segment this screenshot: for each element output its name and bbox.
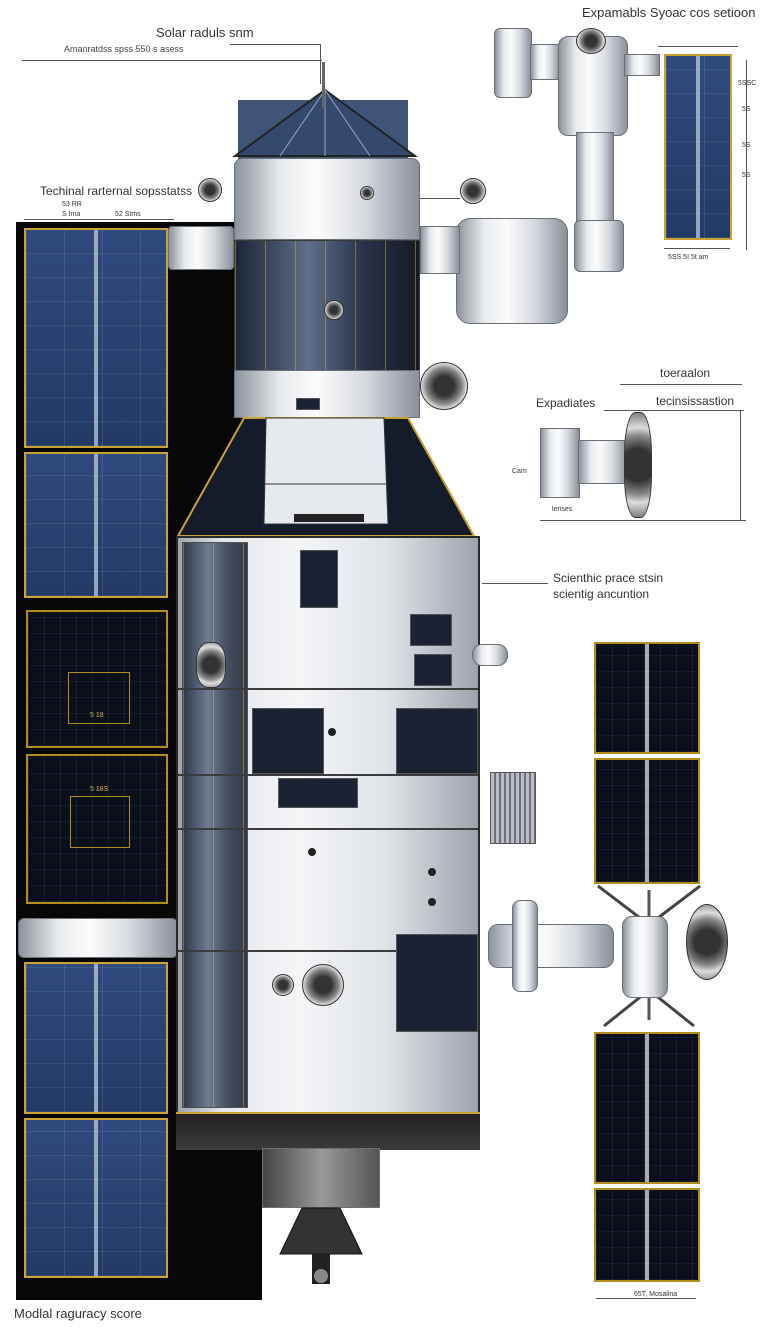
tech-leader <box>420 198 460 199</box>
arm-joint-1 <box>530 44 560 80</box>
dark-panel-label-1: 5 18 <box>90 712 104 719</box>
technical-label: Techinal rarternal sopsstatss <box>40 184 193 198</box>
right-panel-upper-1 <box>594 642 700 754</box>
technical-section-label: tecinsissastion <box>656 394 735 408</box>
footer-right-label: 65T, Mosalina <box>634 1291 678 1298</box>
footer-left-label: Modlal raguracy score <box>14 1306 142 1321</box>
antenna-leader-line <box>22 60 322 61</box>
engine-nozzle <box>279 1207 363 1284</box>
scientific-label-2: scientig ancuntion <box>553 587 650 601</box>
top-antenna <box>322 62 325 108</box>
right-panel-upper-2 <box>594 758 700 884</box>
aft-module <box>262 1148 380 1208</box>
dome-svg <box>231 88 419 157</box>
right-arm <box>488 924 614 968</box>
right-dim-bottom: 5SS 5I 5t am <box>668 254 709 261</box>
top-section-label: toeraalon <box>660 366 711 380</box>
side-dish-antenna <box>420 362 468 410</box>
right-dim-4: 5S <box>742 172 751 179</box>
hull-docking-port <box>302 964 344 1006</box>
section-dish <box>624 412 652 518</box>
side-clamp <box>472 644 508 666</box>
right-dish-small <box>460 178 486 204</box>
arm-lower-joint <box>574 220 624 272</box>
hull-lower-panel <box>396 934 478 1032</box>
scientific-leader <box>482 583 548 584</box>
conical-section <box>176 417 476 537</box>
expandable-section-label: Expamabls Syoac cos setioon <box>582 5 756 20</box>
hull-window-right-2 <box>414 654 452 686</box>
solar-radius-label: Solar raduls snm <box>156 25 254 40</box>
ring-section <box>234 370 420 418</box>
upper-node-porthole <box>360 186 374 200</box>
dim-label-a: 53 RR <box>62 201 82 208</box>
right-panel-lower-1 <box>594 1032 700 1184</box>
right-arm-end <box>512 900 538 992</box>
left-dark-panel-2: 5 18S <box>26 754 168 904</box>
hull-mid-window <box>278 778 358 808</box>
solar-leader-drop <box>320 44 321 84</box>
hull-window-right-1 <box>410 614 452 646</box>
arm-vertical <box>576 132 614 222</box>
ring-section-plate <box>296 398 320 410</box>
upper-node <box>234 158 420 240</box>
right-top-solar-panel <box>664 54 732 240</box>
expadates-label: Expadiates <box>536 396 596 410</box>
lenses-label: lenses <box>552 506 573 513</box>
arm-end-cylinder <box>494 28 532 98</box>
hull-left-grid <box>182 542 248 1108</box>
hull-hatch-left <box>196 642 226 688</box>
antennas-label: Amanratdss spss 550 s asess <box>64 44 184 54</box>
top-section-dim <box>620 384 742 385</box>
left-solar-panel-2 <box>24 452 168 598</box>
right-dim-1: 5SSC <box>738 80 757 87</box>
top-dim-line <box>24 219 174 220</box>
cam-label: Cam <box>512 468 527 475</box>
hull-small-port <box>272 974 294 996</box>
solar-leader-line <box>230 44 320 45</box>
radiator-panel <box>490 772 536 844</box>
hull-window-top <box>300 550 338 608</box>
scientific-label-1: Scienthic prace stsin <box>553 571 664 585</box>
hull-band-left <box>252 708 324 774</box>
glass-section-porthole <box>324 300 344 320</box>
hull-band-right <box>396 708 478 774</box>
aft-skirt <box>176 1112 480 1150</box>
right-panel-dim-side <box>746 60 747 250</box>
right-dim-2: 5S <box>742 106 751 113</box>
right-panel-dim-top <box>658 46 738 47</box>
left-truss-connector <box>18 918 178 958</box>
right-hub <box>622 916 668 998</box>
cylindrical-module-port <box>420 226 460 274</box>
left-dish-small <box>198 178 222 202</box>
section-cylinder <box>540 428 580 498</box>
left-solar-panel-4 <box>24 1118 168 1278</box>
main-hull <box>176 536 480 1116</box>
dark-panel-label-2: 5 18S <box>90 786 109 793</box>
section-mid <box>578 440 628 484</box>
left-solar-panel-1 <box>24 228 168 448</box>
left-dark-panel-1: 5 18 <box>26 610 168 748</box>
arm-link-to-panel <box>624 54 660 76</box>
dim-label-b: 52 Stms <box>115 211 141 218</box>
right-dish-antenna <box>686 904 728 980</box>
dim-label-c: S Ima <box>62 211 81 218</box>
right-panel-lower-2 <box>594 1188 700 1282</box>
left-solar-panel-3 <box>24 962 168 1114</box>
left-top-connector <box>168 226 234 270</box>
right-dim-3: 5S <box>742 142 751 149</box>
arm-node-dome <box>576 28 606 54</box>
cylindrical-module <box>456 218 568 324</box>
